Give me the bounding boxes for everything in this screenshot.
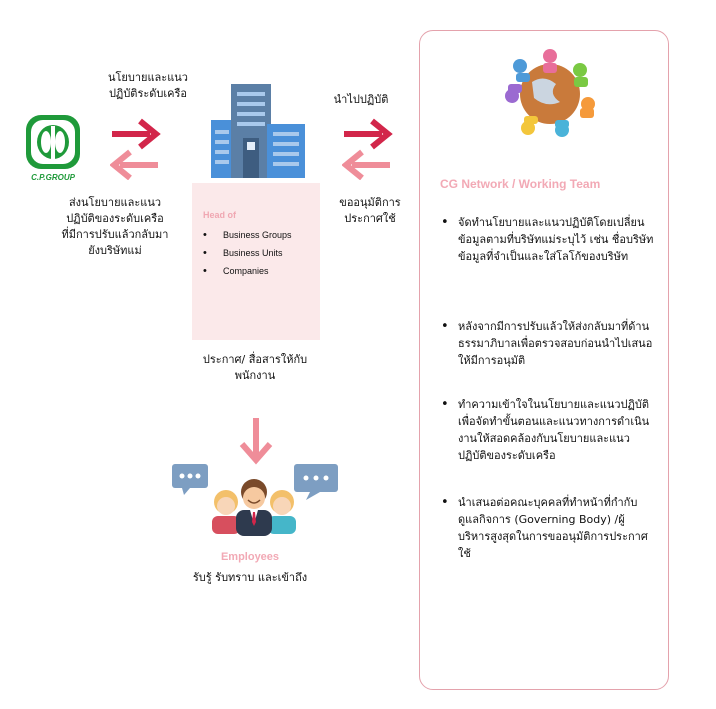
team-circle-icon (505, 49, 595, 137)
left-bottom-text: ส่งนโยบายและแนว ปฏิบัติของระดับเครือ ที่… (61, 196, 169, 257)
speech-bubble-icon (172, 464, 208, 495)
head-of-title: Head of (203, 210, 237, 220)
head-of-list: •Business Groups •Business Units •Compan… (203, 226, 292, 280)
cp-group-logo: C.P.GROUP (22, 112, 84, 184)
head-of-box (192, 183, 320, 340)
left-top-text: นโยบายและแนว ปฏิบัติระดับเครือ (107, 71, 188, 100)
list-item: •Business Units (203, 247, 283, 259)
left-arrow-icon (110, 149, 158, 180)
panel-title: CG Network / Working Team (440, 177, 601, 191)
left-arrow-icon (342, 149, 390, 180)
list-item: •นำเสนอต่อคณะบุคคลที่ทำหน้าที่กำกับดูแลก… (441, 495, 648, 560)
list-item: •Business Groups (203, 229, 292, 241)
building-icon (211, 84, 305, 178)
announce-text: ประกาศ/ สื่อสารให้กับ พนักงาน (202, 353, 308, 382)
employees-icon (172, 464, 338, 536)
list-item: •Companies (203, 265, 269, 277)
right-bottom-text: ขออนุมัติการ ประกาศใช้ (339, 196, 401, 225)
speech-bubble-icon (294, 464, 338, 500)
list-item: •จัดทำนโยบายและแนวปฏิบัติโดยเปลี่ยนข้อมู… (441, 215, 654, 263)
employees-title: Employees (220, 551, 280, 563)
list-item: •ทำความเข้าใจในนโยบายและแนวปฏิบัติเพื่อจ… (441, 397, 650, 462)
right-arrow-icon (344, 118, 393, 150)
right-top-text: นำไปปฏิบัติ (333, 93, 389, 106)
svg-text:C.P.GROUP: C.P.GROUP (31, 173, 76, 182)
right-arrows (342, 118, 393, 180)
right-arrow-icon (112, 118, 161, 150)
employees-subtitle: รับรู้ รับทราบ และเข้าถึง (192, 571, 308, 584)
cp-logo-icon: C.P.GROUP (26, 115, 80, 182)
cg-network-panel (419, 30, 669, 690)
down-arrow-icon (239, 418, 273, 465)
list-item: •หลังจากมีการปรับแล้วให้ส่งกลับมาที่ด้าน… (441, 319, 653, 367)
left-arrows (110, 118, 161, 180)
